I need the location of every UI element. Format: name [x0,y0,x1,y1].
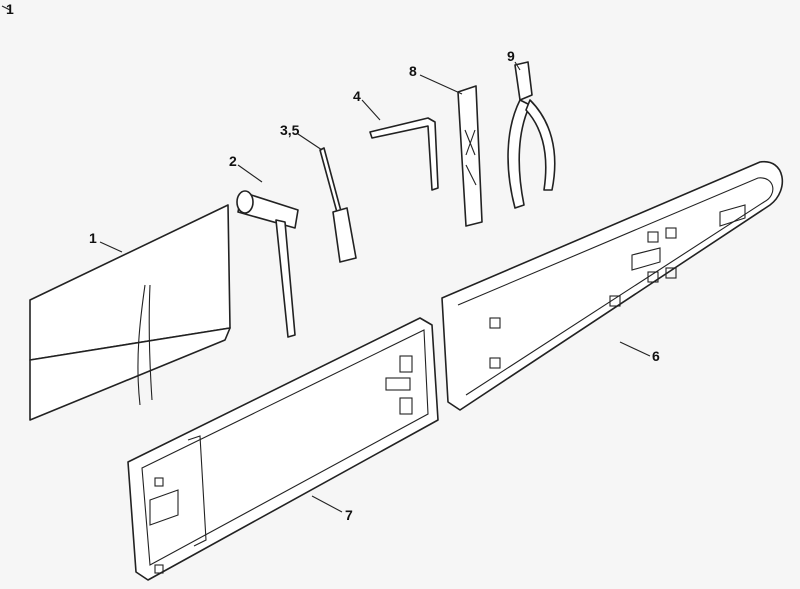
figure-number-tick [1,5,11,11]
label-9: 9 [507,48,515,64]
hex-key: 4 [353,88,439,191]
figure-number: 1 [6,1,14,17]
label-7: 7 [345,507,353,523]
label-2: 2 [229,153,237,169]
label-4: 4 [353,88,361,104]
screwdriver: 3,5 [280,122,357,263]
short-bar-guard: 7 [127,317,439,581]
label-8: 8 [409,63,417,79]
combination-wrench: 2 [229,153,299,338]
pliers: 9 [507,48,556,209]
long-bar-guard: 6 [441,161,784,411]
label-1: 1 [89,230,97,246]
tool-pouch: 1 [29,204,231,421]
label-6: 6 [652,348,660,364]
label-3-5: 3,5 [280,122,300,138]
file-holder-gauge: 8 [409,63,483,227]
